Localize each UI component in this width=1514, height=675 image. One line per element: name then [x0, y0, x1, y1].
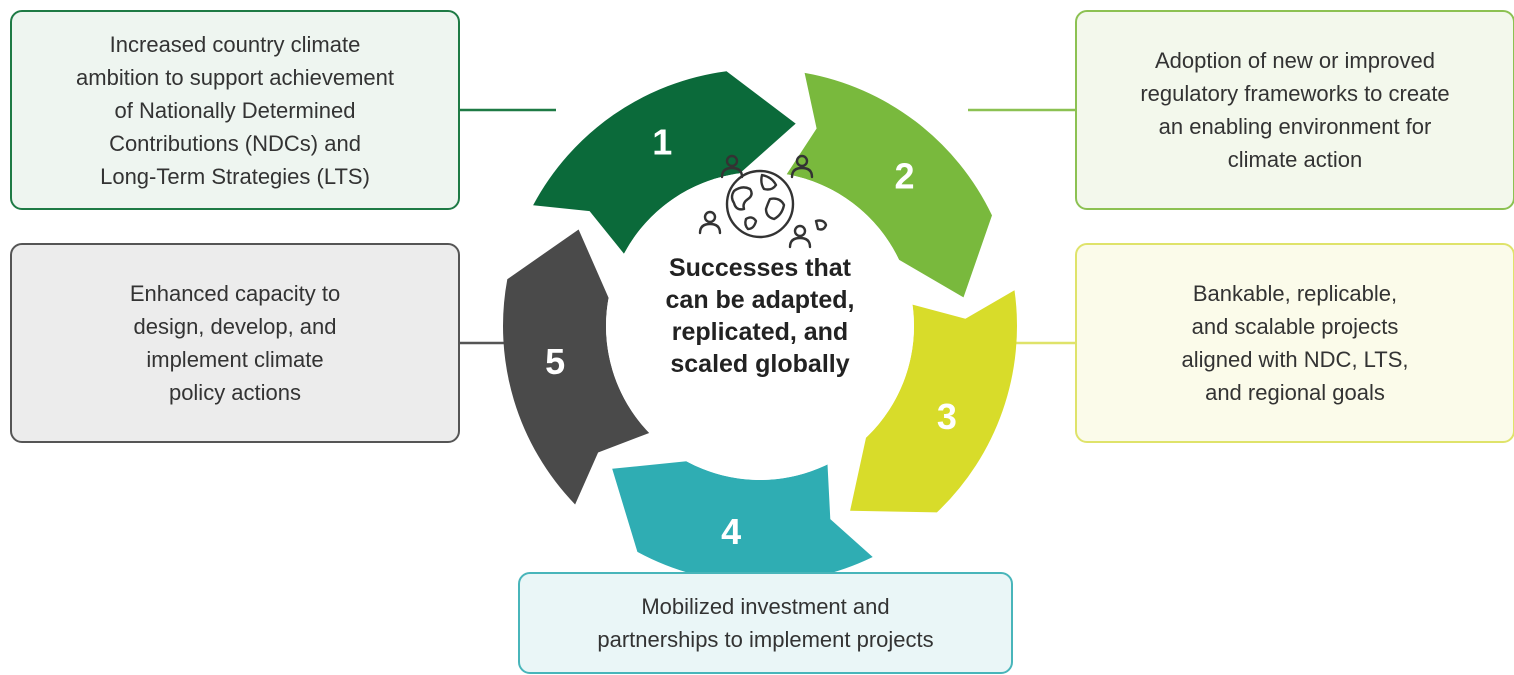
outcome-4-line: Mobilized investment and	[641, 594, 890, 619]
outcome-1-line: Long-Term Strategies (LTS)	[100, 163, 370, 189]
cycle-segment-2	[786, 72, 992, 298]
step-number-5: 5	[545, 341, 565, 382]
center-circle	[606, 172, 914, 480]
outcome-5-line: design, develop, and	[133, 314, 337, 339]
center-line: Successes that	[668, 254, 852, 282]
outcome-box-2: Adoption of new or improved regulatory f…	[1075, 10, 1514, 210]
outcome-box-5: Enhanced capacity to design, develop, an…	[10, 243, 460, 443]
center-line: can be adapted,	[665, 286, 855, 314]
step-number-2: 2	[894, 155, 914, 196]
outcome-box-1: Increased country climate ambition to su…	[10, 10, 460, 210]
globe-with-people-icon	[698, 154, 828, 249]
step-number-3: 3	[937, 396, 957, 437]
outcome-5-line: implement climate	[146, 347, 324, 372]
center-statement: Successes that can be adapted, replicate…	[628, 252, 892, 380]
outcome-2-line: regulatory frameworks to create	[1140, 81, 1450, 106]
center-line: scaled globally	[670, 350, 850, 378]
center-line: replicated, and	[671, 318, 849, 346]
outcome-2-line: climate action	[1227, 147, 1363, 172]
outcome-box-4: Mobilized investment and partnerships to…	[518, 572, 1013, 674]
step-number-4: 4	[721, 511, 741, 552]
outcome-4-line: partnerships to implement projects	[597, 627, 934, 652]
outcome-box-3: Bankable, replicable, and scalable proje…	[1075, 243, 1514, 443]
outcome-3-line: Bankable, replicable,	[1192, 281, 1398, 306]
cycle-segment-5	[503, 229, 650, 505]
step-number-1: 1	[652, 121, 672, 162]
outcome-3-line: and scalable projects	[1191, 314, 1399, 339]
outcome-5-line: Enhanced capacity to	[129, 281, 341, 306]
outcome-1-line: Contributions (NDCs) and	[109, 130, 361, 156]
outcome-3-line: aligned with NDC, LTS,	[1181, 347, 1409, 372]
outcome-2-line: an enabling environment for	[1158, 114, 1432, 139]
outcome-1-line: of Nationally Determined	[114, 97, 356, 123]
outcome-3-line: and regional goals	[1205, 380, 1385, 405]
outcome-2-line: Adoption of new or improved	[1154, 48, 1436, 73]
cycle-segment-1	[533, 71, 796, 254]
outcome-1-line: ambition to support achievement	[76, 64, 394, 90]
cycle-segment-3	[850, 290, 1018, 513]
outcome-5-line: policy actions	[168, 380, 302, 405]
cycle-segment-4	[612, 461, 873, 584]
outcome-1-line: Increased country climate	[109, 31, 361, 57]
